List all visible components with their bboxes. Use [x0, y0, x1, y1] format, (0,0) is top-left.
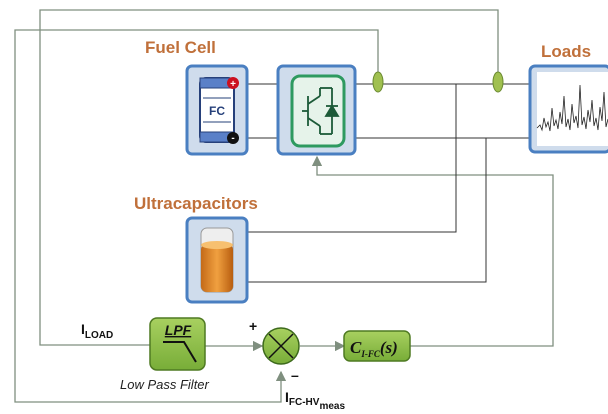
positive-terminal-sign: +: [230, 79, 236, 90]
ultracapacitors-block: [185, 216, 249, 304]
load-profile-icon: [536, 84, 608, 132]
lpf-label: LPF: [165, 322, 192, 338]
fuel-cell-block: FC + -: [185, 64, 249, 156]
positive-terminal-icon: [227, 77, 239, 89]
controller-label: CI-FC(s): [350, 338, 398, 359]
igbt-icon: [302, 87, 340, 135]
fuel-cell-icon-label: FC: [209, 104, 225, 118]
fc-current-sensor: [372, 71, 384, 93]
controller-to-converter-wire: [311, 155, 554, 347]
plus-sign: +: [249, 318, 257, 334]
minus-sign: –: [291, 367, 299, 383]
converter-block: [276, 64, 357, 156]
loads-title: Loads: [541, 42, 591, 61]
lpf-caption: Low Pass Filter: [120, 377, 210, 392]
capacitor-icon: [201, 244, 233, 292]
loads-block: [528, 64, 608, 154]
controller-block: CI-FC(s): [343, 330, 411, 362]
power-lines: [247, 83, 530, 283]
ultracapacitors-title: Ultracapacitors: [134, 194, 258, 213]
lpf-block: LPF: [149, 317, 206, 371]
summing-junction: [262, 327, 300, 365]
lowpass-response-icon: [163, 341, 197, 363]
load-sense-wire: [39, 9, 499, 346]
negative-terminal-sign: -: [231, 133, 234, 144]
i-fc-hv-meas-label: IFC-HVmeas: [285, 389, 345, 412]
fuel-cell-title: Fuel Cell: [145, 38, 216, 57]
load-current-sensor: [492, 71, 504, 93]
negative-terminal-icon: [227, 132, 239, 144]
fc-sense-wire: [14, 29, 379, 403]
i-load-label: ILOAD: [81, 321, 113, 341]
wires: [14, 9, 554, 403]
